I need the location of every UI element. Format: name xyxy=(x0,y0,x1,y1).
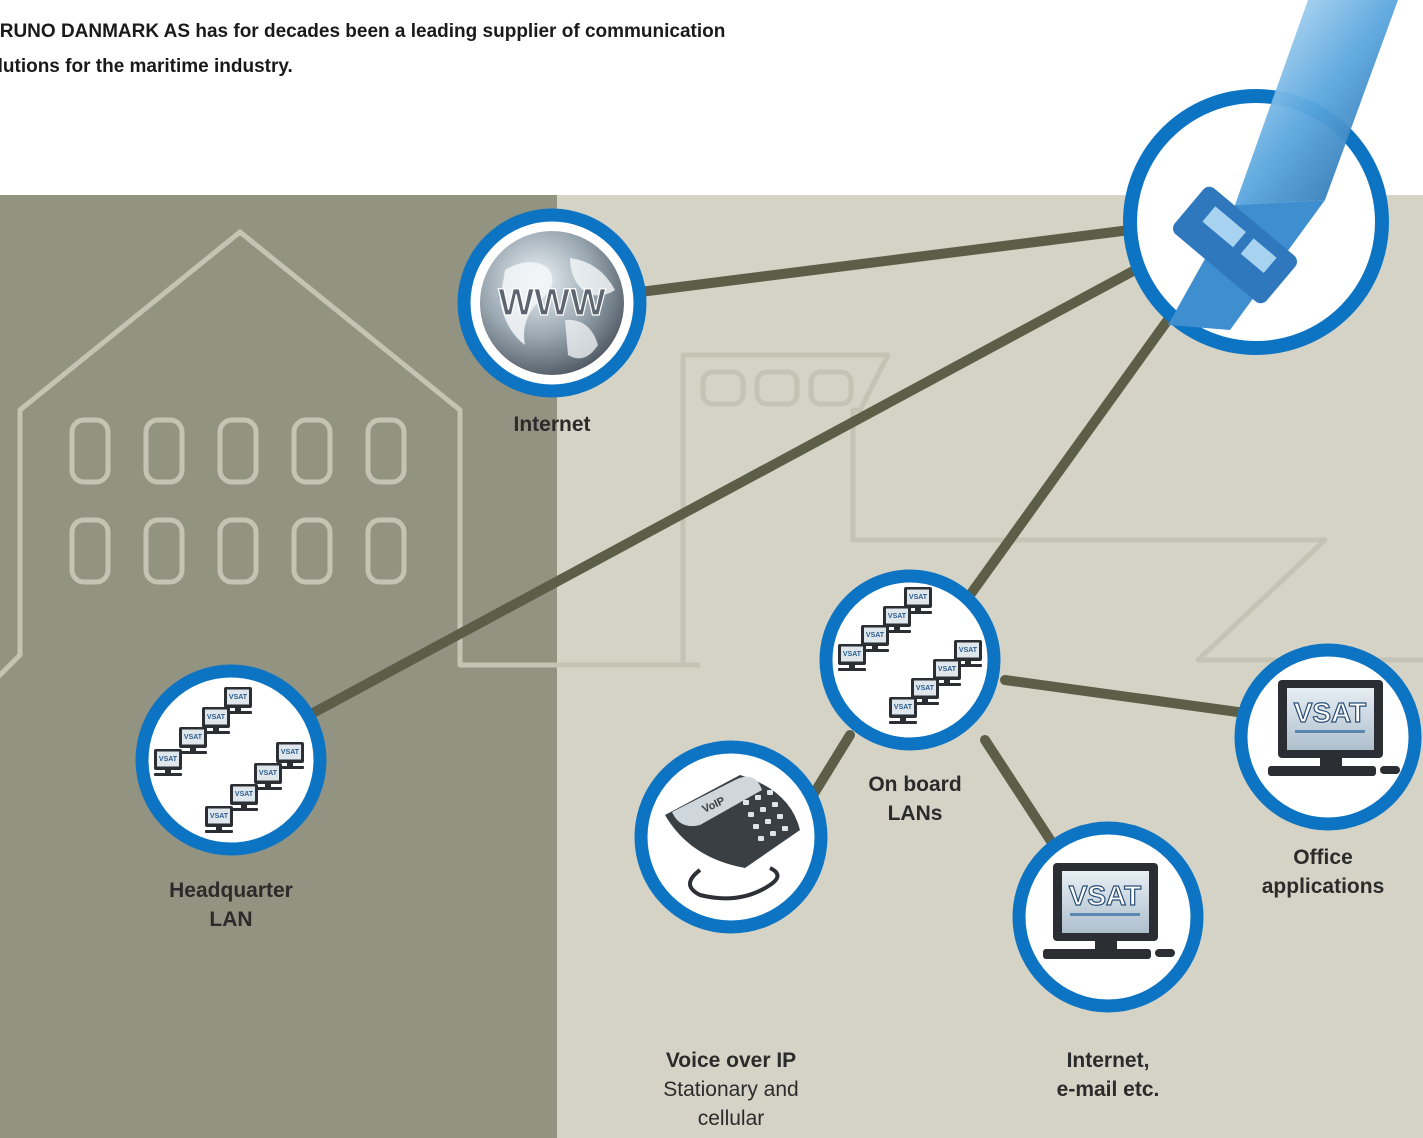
intro-line-1: URUNO DANMARK AS has for decades been a … xyxy=(0,21,726,42)
link-headquarter-satellite xyxy=(295,265,1140,725)
house-outline xyxy=(0,229,700,679)
globe-www-icon: WWW xyxy=(480,231,624,375)
intro-line-2: olutions for the maritime industry. xyxy=(0,56,293,77)
voip-label: Voice over IP Stationary and cellular xyxy=(621,1046,841,1133)
email-title-line2: e-mail etc. xyxy=(1056,1078,1160,1101)
internet-label: Internet xyxy=(452,410,652,439)
email-monitor-text: VSAT xyxy=(1069,880,1142,911)
office-title-line1: Office xyxy=(1293,846,1353,869)
office-label: Office applications xyxy=(1223,843,1423,901)
voip-phone-icon: VoIP xyxy=(665,775,800,901)
onboard-title-line1: On board xyxy=(868,773,962,796)
link-onboard-satellite xyxy=(965,305,1180,600)
voip-node: VoIP xyxy=(634,740,828,934)
email-title-line1: Internet, xyxy=(1066,1049,1150,1072)
link-internet-satellite xyxy=(635,225,1135,297)
ship-outline xyxy=(680,352,1423,665)
connectors xyxy=(295,225,1250,870)
email-label: Internet, e-mail etc. xyxy=(1003,1046,1213,1104)
headquarter-label: Headquarter LAN xyxy=(121,876,341,934)
internet-title: Internet xyxy=(513,413,591,436)
www-text: WWW xyxy=(498,282,606,324)
satellite-node xyxy=(1123,0,1398,355)
office-monitor-text: VSAT xyxy=(1294,697,1367,728)
voip-title: Voice over IP xyxy=(665,1049,797,1072)
email-node: VSAT xyxy=(1012,821,1204,1013)
intro-text: URUNO DANMARK AS has for decades been a … xyxy=(0,14,1026,84)
onboard-label: On board LANs xyxy=(815,770,1015,828)
house-windows xyxy=(69,417,407,585)
link-onboard-email xyxy=(980,735,1065,860)
office-title-line2: applications xyxy=(1261,875,1385,898)
voip-sub-line1: Stationary and xyxy=(663,1078,799,1101)
internet-node: WWW xyxy=(457,208,647,398)
onboard-title-line2: LANs xyxy=(887,802,943,825)
headquarter-node xyxy=(135,664,327,856)
link-onboard-office xyxy=(1000,675,1250,718)
headquarter-title-line2: LAN xyxy=(209,908,253,931)
vsat-monitor-icon: VSAT xyxy=(1268,680,1400,776)
office-node: VSAT xyxy=(1234,643,1422,831)
satellite-icon xyxy=(1168,0,1398,330)
voip-sub-line2: cellular xyxy=(697,1107,765,1130)
headquarter-title-line1: Headquarter xyxy=(169,879,293,902)
vsat-monitor-icon: VSAT xyxy=(1043,863,1175,959)
onboard-node xyxy=(819,569,1001,751)
